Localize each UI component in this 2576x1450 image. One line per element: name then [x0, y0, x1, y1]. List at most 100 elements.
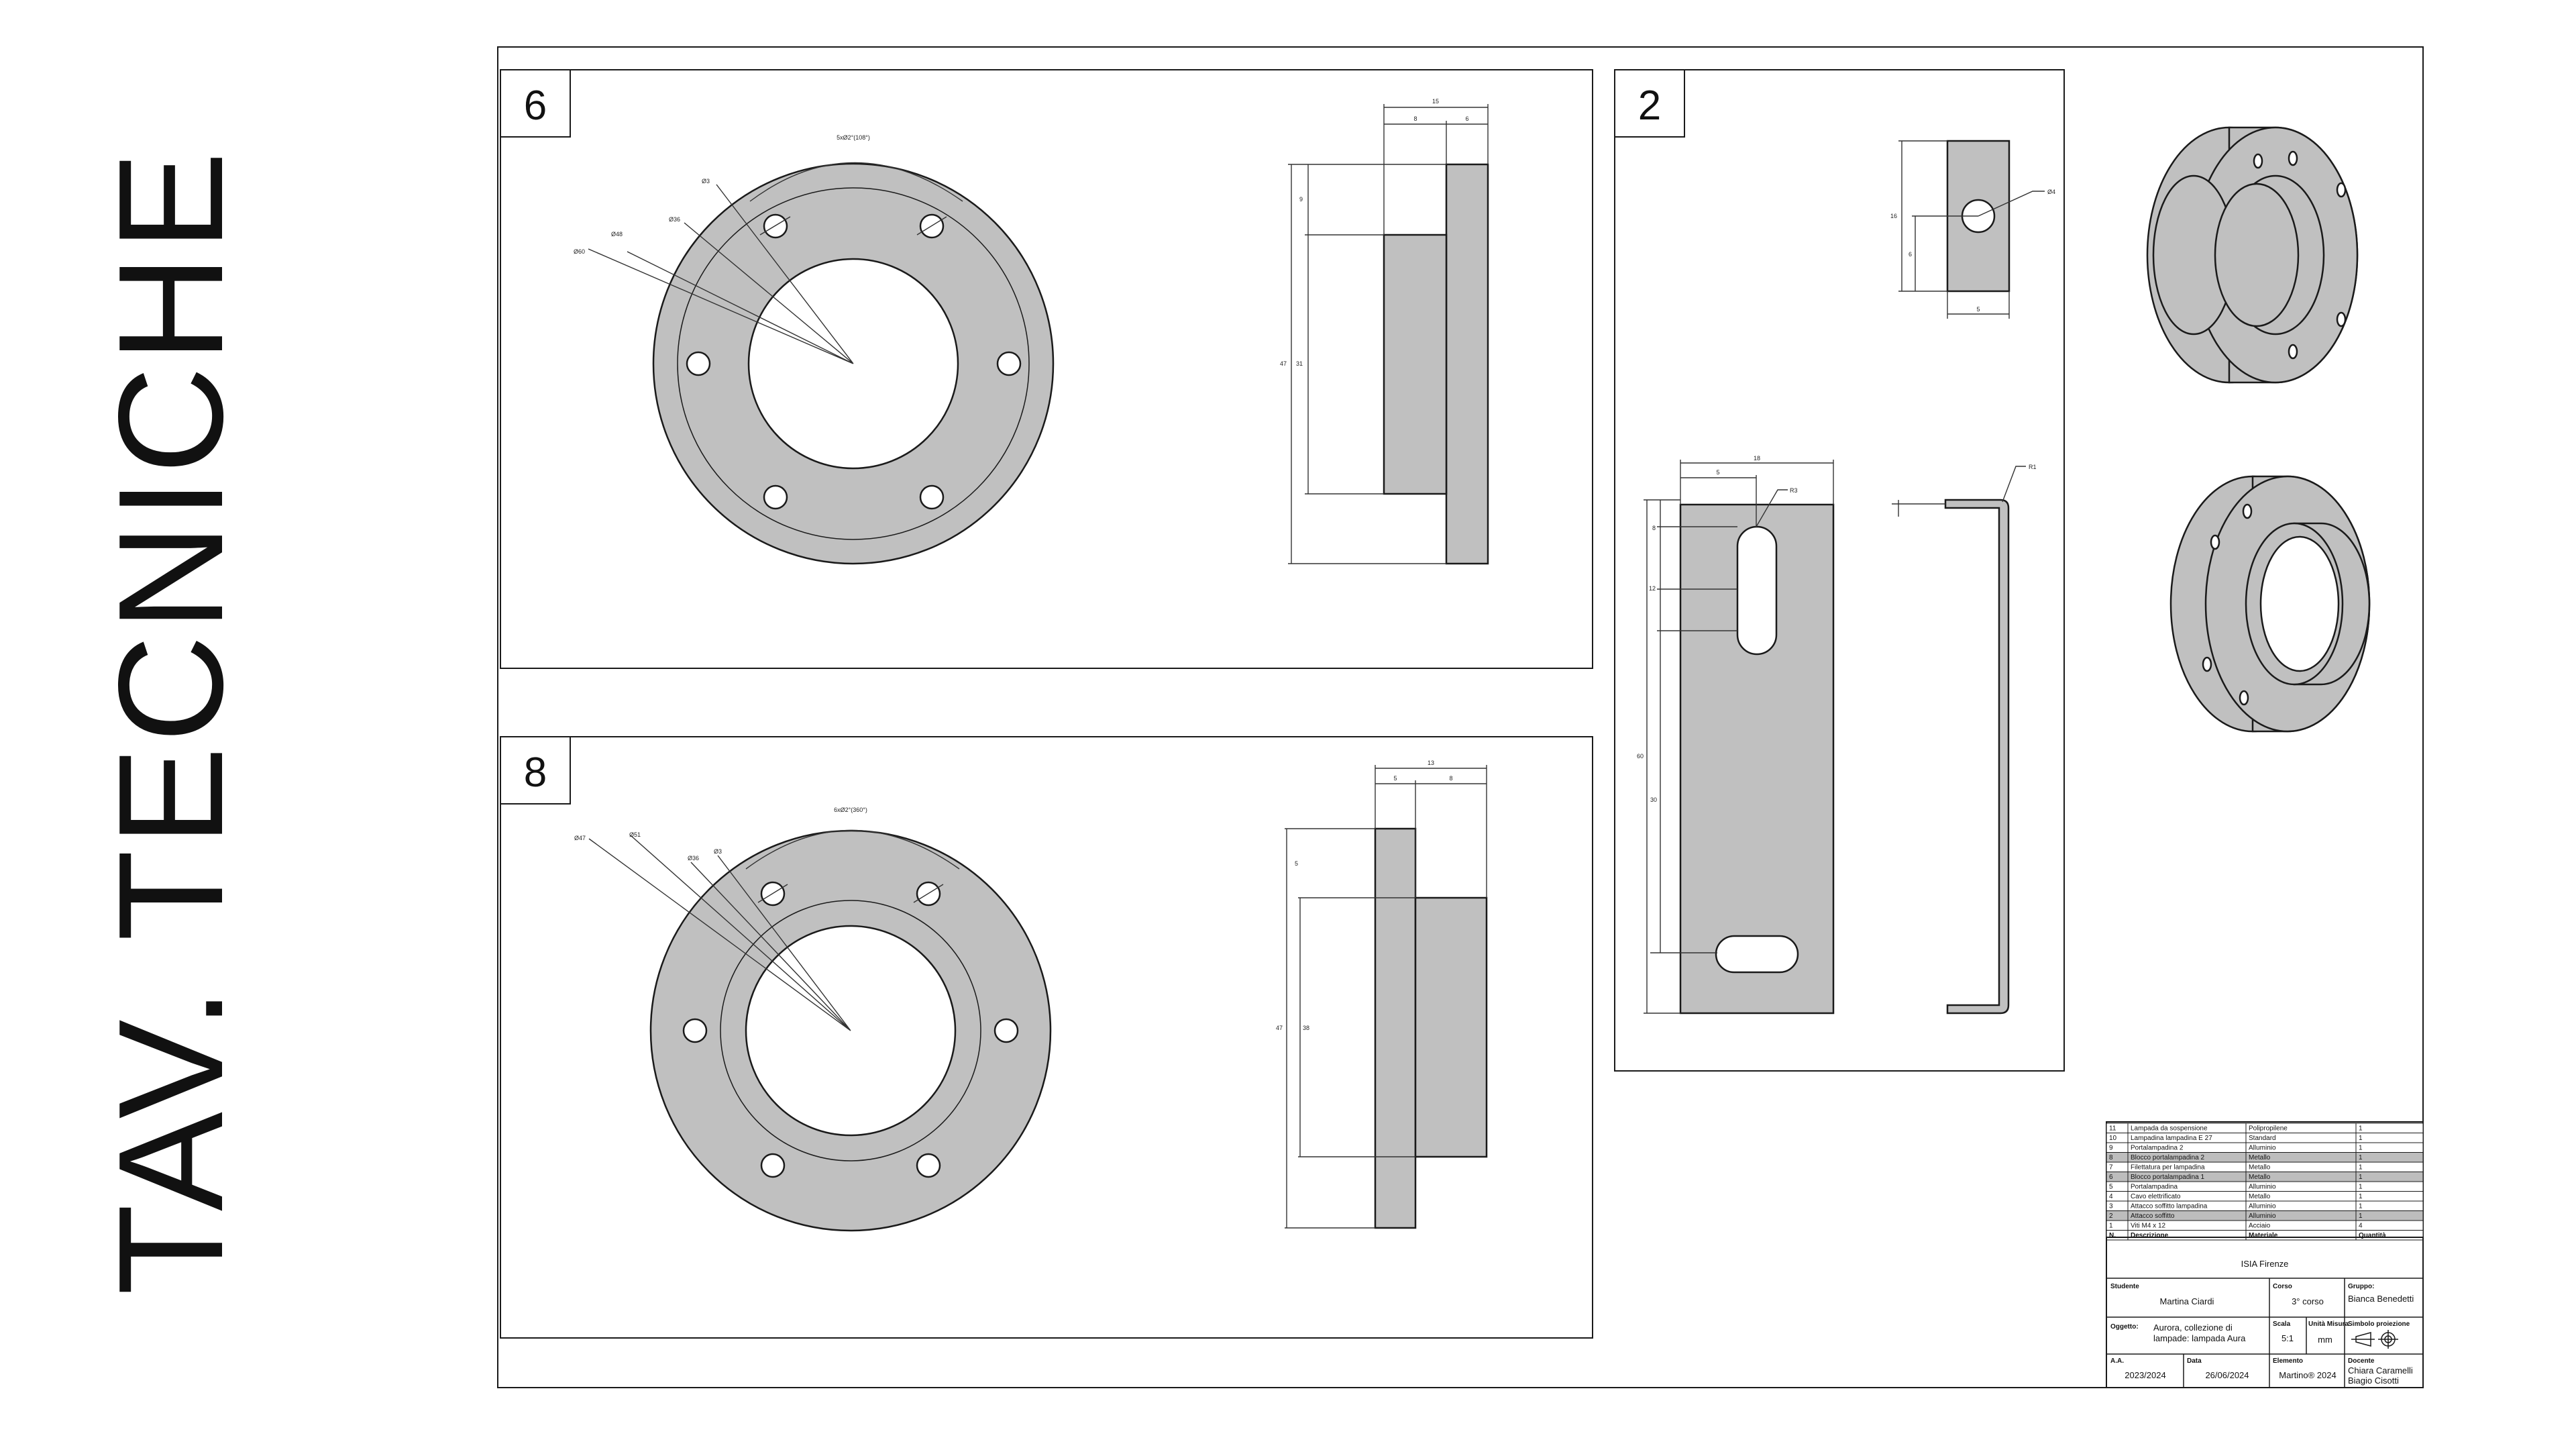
bom-cell-number: 6 [2109, 1174, 2113, 1181]
bom-cell-material: Materiale [2249, 1232, 2278, 1239]
p8-dim-h1: 5 [1295, 860, 1298, 867]
bom-cell-number: 7 [2109, 1164, 2113, 1172]
p8-dim-b: 8 [1449, 775, 1452, 782]
bom-cell-description: Viti M4 x 12 [2131, 1223, 2165, 1230]
p8-leaders [588, 835, 944, 1031]
panel-6-number-box [500, 69, 571, 138]
p8-dim-d2: Ø51 [629, 831, 641, 838]
oggetto-label: Oggetto: [2110, 1323, 2139, 1331]
oggetto-line1: Aurora, collezione di [2153, 1323, 2233, 1333]
p8-flange-step [720, 900, 981, 1161]
bom-cell-number: N. [2109, 1232, 2116, 1239]
bom-cell-quantity: Quantità [2359, 1232, 2386, 1239]
bom-cell-quantity: 1 [2359, 1135, 2363, 1142]
elemento-value: Martino® 2024 [2279, 1370, 2336, 1380]
bom-cell-description: Attacco soffitto [2131, 1212, 2175, 1220]
bom-cell-quantity: 1 [2359, 1193, 2363, 1200]
p6-hole [919, 484, 945, 510]
docente-line1: Chiara Caramelli [2348, 1365, 2413, 1376]
bom-cell-quantity: 4 [2359, 1223, 2363, 1230]
p6-side-dims [1288, 104, 1489, 564]
iso1-bore-inner [2214, 183, 2300, 327]
p2-dim-h3: 30 [1650, 796, 1657, 803]
projection-symbol-icon [2351, 1330, 2398, 1349]
p6-hole [686, 351, 711, 376]
corso-value: 3° corso [2292, 1296, 2324, 1306]
p8-hole [916, 1153, 941, 1178]
bom-row: 2 Attacco soffitto Alluminio 1 [2106, 1210, 2424, 1221]
iso2-bore [2259, 535, 2340, 672]
bom-cell-number: 9 [2109, 1145, 2113, 1152]
p6-pattern-arc [749, 162, 963, 202]
bom-cell-quantity: 1 [2359, 1212, 2363, 1220]
bom-cell-number: 1 [2109, 1223, 2113, 1230]
data-label: Data [2187, 1357, 2202, 1365]
gruppo-label: Gruppo: [2348, 1283, 2374, 1290]
bom-cell-material: Alluminio [2249, 1145, 2276, 1152]
unita-value: mm [2318, 1335, 2332, 1345]
p2-block-dims [1898, 140, 2045, 319]
iso2-hole [2210, 534, 2220, 550]
panel-8-number: 8 [524, 749, 547, 796]
gruppo-value: Bianca Benedetti [2348, 1294, 2414, 1304]
docente-line2: Biagio Cisotti [2348, 1376, 2399, 1386]
iso1-hole [2288, 150, 2298, 166]
p8-dim-d4: Ø3 [714, 848, 722, 855]
panel-6: 6 5xØ2°(108°) Ø3 Ø36 Ø48 Ø60 15 8 6 9 31… [500, 69, 1593, 669]
p2-bracket-dims [1644, 460, 1834, 1014]
bom-cell-description: Blocco portalampadina 1 [2131, 1174, 2205, 1181]
aa-value: 2023/2024 [2125, 1370, 2165, 1380]
studente-value: Martina Ciardi [2160, 1296, 2214, 1306]
bom-cell-material: Acciaio [2249, 1223, 2271, 1230]
p6-dim-d4: Ø60 [574, 248, 585, 255]
p8-side-plate [1374, 827, 1417, 1229]
bom-cell-quantity: 1 [2359, 1174, 2363, 1181]
p6-side-flange [1445, 163, 1489, 565]
p2-dim-h: 16 [1890, 213, 1897, 219]
iso-flange-top [2146, 126, 2359, 384]
p6-dim-d1: Ø3 [702, 178, 710, 185]
bom-cell-material: Standard [2249, 1135, 2276, 1142]
bom-cell-description: Blocco portalampadina 2 [2131, 1154, 2205, 1161]
p8-pattern-arc [745, 829, 960, 870]
scala-label: Scala [2273, 1320, 2291, 1328]
bom-cell-description: Lampadina lampadina E 27 [2131, 1135, 2212, 1142]
bom-cell-material: Metallo [2249, 1164, 2271, 1172]
bom-cell-description: Filettatura per lampadina [2131, 1164, 2205, 1172]
bom-cell-description: Lampada da sospensione [2131, 1125, 2208, 1133]
bom-cell-material: Alluminio [2249, 1212, 2276, 1220]
p6-dim-pattern: 5xØ2°(108°) [837, 134, 870, 141]
aa-label: A.A. [2110, 1357, 2124, 1365]
p6-dim-htot: 47 [1280, 360, 1287, 367]
p6-leaders [588, 184, 947, 364]
title-block-grid [2106, 1278, 2423, 1388]
p6-hole [763, 484, 788, 510]
p8-hole [682, 1018, 708, 1043]
panel-2-number: 2 [1638, 83, 1661, 129]
p6-hole [996, 351, 1022, 376]
p2-dim-hole: Ø4 [2047, 189, 2055, 195]
p8-side-hub [1414, 896, 1488, 1158]
p8-hole [760, 1153, 786, 1178]
bom-cell-number: 2 [2109, 1212, 2113, 1220]
school-name: ISIA Firenze [2241, 1259, 2289, 1269]
bom-cell-description: Cavo elettrificato [2131, 1193, 2181, 1200]
bom-cell-number: 8 [2109, 1154, 2113, 1161]
panel-8: 8 6xØ2°(360°) Ø47 Ø51 Ø36 Ø3 13 5 8 5 38… [500, 736, 1593, 1339]
bom-cell-quantity: 1 [2359, 1154, 2363, 1161]
p2-dim-h2: 12 [1649, 585, 1656, 592]
p2-dim-bend: R1 [2029, 464, 2037, 470]
iso1-hole [2336, 311, 2347, 327]
bom-cell-material: Polipropilene [2249, 1125, 2288, 1133]
p2-dim-h2: 6 [1909, 251, 1912, 258]
p2-bracket-profile [1944, 499, 2010, 1015]
title-block-border [2106, 1237, 2424, 1388]
bom-row: 1 Viti M4 x 12 Acciaio 4 [2106, 1220, 2424, 1231]
p2-profile-dims [1892, 466, 2026, 517]
